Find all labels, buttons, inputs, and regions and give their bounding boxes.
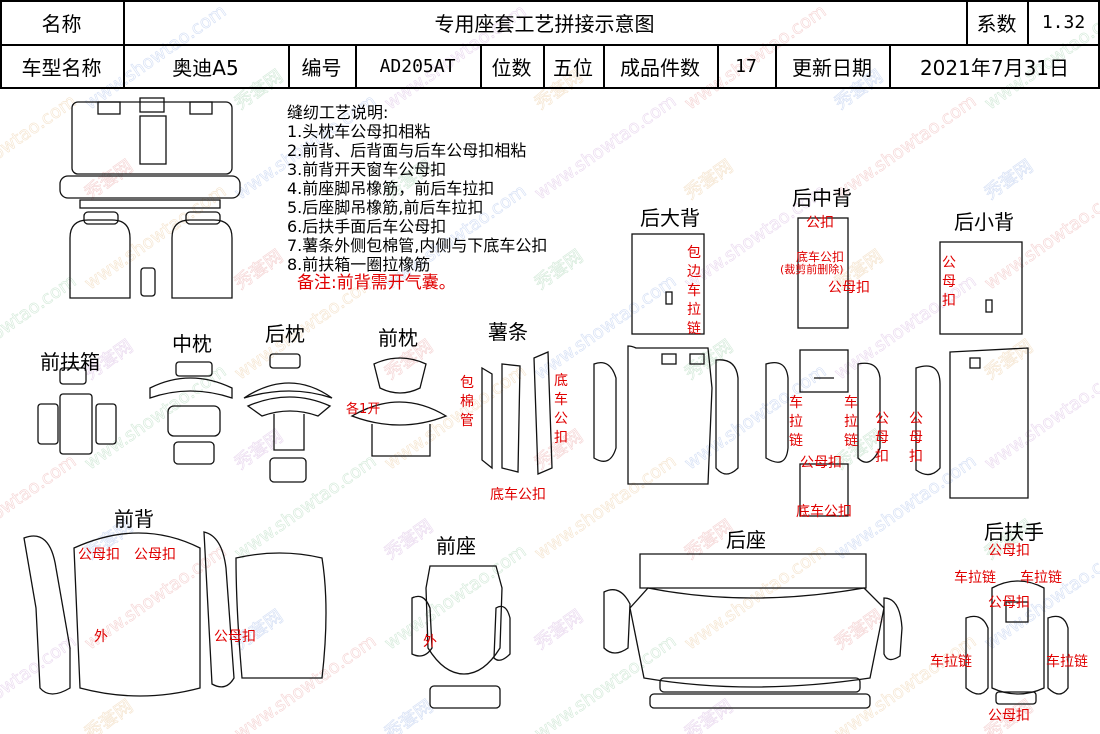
- annotation-male-female-clip: 公母扣: [828, 280, 870, 296]
- annotation-male-female-vertical: 公母扣: [909, 411, 923, 465]
- rear-mid-back-pieces: [765, 217, 881, 517]
- section-rear-armrest: 后扶手: [984, 520, 1044, 544]
- pieces-value: 17: [735, 55, 757, 77]
- rear-pillow-pieces: [243, 353, 333, 483]
- note-item: 2.前背、后背面与后车公母扣相粘: [287, 141, 527, 160]
- annotation-rear-armrest-clip: 公母扣: [988, 708, 1030, 724]
- section-front-armbox: 前扶箱: [40, 350, 100, 374]
- note-item: 6.后扶手面后车公母扣: [287, 217, 447, 236]
- annotation-wrap-cotton-tube: 包棉管: [460, 375, 474, 429]
- section-front-pillow: 前枕: [378, 326, 418, 350]
- date-label: 更新日期: [792, 55, 872, 80]
- note-item: 5.后座脚吊橡筋,前后车拉扣: [287, 198, 484, 217]
- annotation-bottom-male-clip-vertical: 底车公扣: [554, 373, 568, 446]
- annotation-zipper-left: 车拉链: [789, 395, 803, 449]
- annotation-male-female-clip-small: 公母扣: [942, 255, 956, 309]
- annotation-cut-before-remove: (裁剪前删除): [780, 263, 844, 276]
- note-item: 7.薯条外侧包棉管,内侧与下底车公扣: [287, 236, 548, 255]
- notes-title: 缝纫工艺说明:: [287, 103, 389, 122]
- front-seats-overview: [69, 211, 233, 299]
- annotation-front-back-clip: 公母扣: [134, 547, 176, 563]
- front-armbox-pieces: [37, 367, 117, 455]
- section-rear-seat: 后座: [726, 528, 766, 552]
- mid-pillow-pieces: [149, 361, 233, 465]
- sewing-notes: 缝纫工艺说明: 1.头枕车公母扣相粘 2.前背、后背面与后车公母扣相粘 3.前背…: [287, 103, 547, 293]
- code-value: AD205AT: [379, 55, 456, 77]
- annotation-rear-armrest-clip: 公母扣: [988, 543, 1030, 559]
- rear-bench-overview: [59, 97, 241, 209]
- notes-remark: 备注:前背需开气囊。: [297, 273, 456, 293]
- annotation-rear-armrest-zipper: 车拉链: [1020, 570, 1062, 586]
- front-pillow-pieces: [350, 357, 448, 457]
- pieces-label: 成品件数: [620, 55, 700, 80]
- page-title: 专用座套工艺拼接示意图: [434, 11, 655, 36]
- note-item: 3.前背开天窗车公母扣: [287, 160, 447, 179]
- header-table: 名称 专用座套工艺拼接示意图 系数 1.32 车型名称 奥迪A5 编号 AD20…: [0, 0, 1100, 89]
- section-rear-big-back: 后大背: [640, 206, 700, 230]
- section-rear-small-back: 后小背: [954, 210, 1014, 234]
- name-label: 名称: [41, 11, 82, 36]
- annotation-outer: 外: [94, 629, 108, 645]
- section-fries: 薯条: [488, 320, 528, 344]
- note-item: 8.前扶箱一圈拉橡筋: [287, 255, 431, 274]
- annotation-bottom-male-clip-fries: 底车公扣: [490, 487, 546, 503]
- rear-small-back-pieces: [915, 241, 1029, 499]
- annotation-male-female-clip: 公母扣: [800, 455, 842, 471]
- seats-value: 五位: [553, 55, 593, 80]
- seats-label: 位数: [491, 55, 532, 80]
- rear-armrest-pieces: [965, 580, 1069, 705]
- rear-seat-pieces: [603, 553, 903, 709]
- note-item: 1.头枕车公母扣相粘: [287, 122, 431, 141]
- annotation-bottom-male-clip-rear: 底车公扣: [796, 504, 852, 520]
- section-rear-mid-back: 后中背: [792, 186, 852, 210]
- annotation-bottom-male-clip-mid: 底车公扣: [796, 250, 845, 264]
- annotation-male-clip: 公扣: [806, 215, 834, 231]
- model-value: 奥迪A5: [172, 55, 239, 80]
- annotation-rear-armrest-zipper: 车拉链: [1046, 654, 1088, 670]
- coef-value: 1.32: [1041, 11, 1086, 33]
- rear-big-back-pieces: [593, 233, 739, 485]
- annotation-wrap-edge-zipper: 包边车拉链: [687, 245, 701, 337]
- section-front-back: 前背: [114, 507, 154, 531]
- code-label: 编号: [301, 55, 342, 80]
- section-mid-pillow: 中枕: [172, 332, 212, 356]
- annotation-rear-armrest-zipper: 车拉链: [930, 654, 972, 670]
- section-rear-pillow: 后枕: [265, 322, 305, 346]
- model-label: 车型名称: [21, 55, 102, 80]
- annotation-outer: 外: [423, 634, 437, 650]
- coef-label: 系数: [976, 11, 1017, 36]
- annotation-front-back-clip: 公母扣: [78, 547, 120, 563]
- section-front-seat: 前座: [436, 534, 476, 558]
- front-back-pieces: [23, 531, 327, 697]
- pattern-drawings: [23, 97, 1069, 709]
- annotation-zipper-right: 车拉链: [844, 395, 858, 449]
- note-item: 4.前座脚吊橡筋，前后车拉扣: [287, 179, 495, 198]
- fries-pieces: [481, 351, 553, 475]
- annotation-rear-armrest-zipper: 车拉链: [954, 570, 996, 586]
- annotation-rear-armrest-clip: 公母扣: [988, 595, 1030, 611]
- front-seat-pieces: [411, 565, 511, 709]
- date-value: 2021年7月31日: [919, 55, 1070, 80]
- annotation-each-1-open: 各1开: [346, 402, 381, 417]
- annotation-front-back-clip: 公母扣: [214, 629, 256, 645]
- annotation-male-female-vertical: 公母扣: [875, 411, 889, 465]
